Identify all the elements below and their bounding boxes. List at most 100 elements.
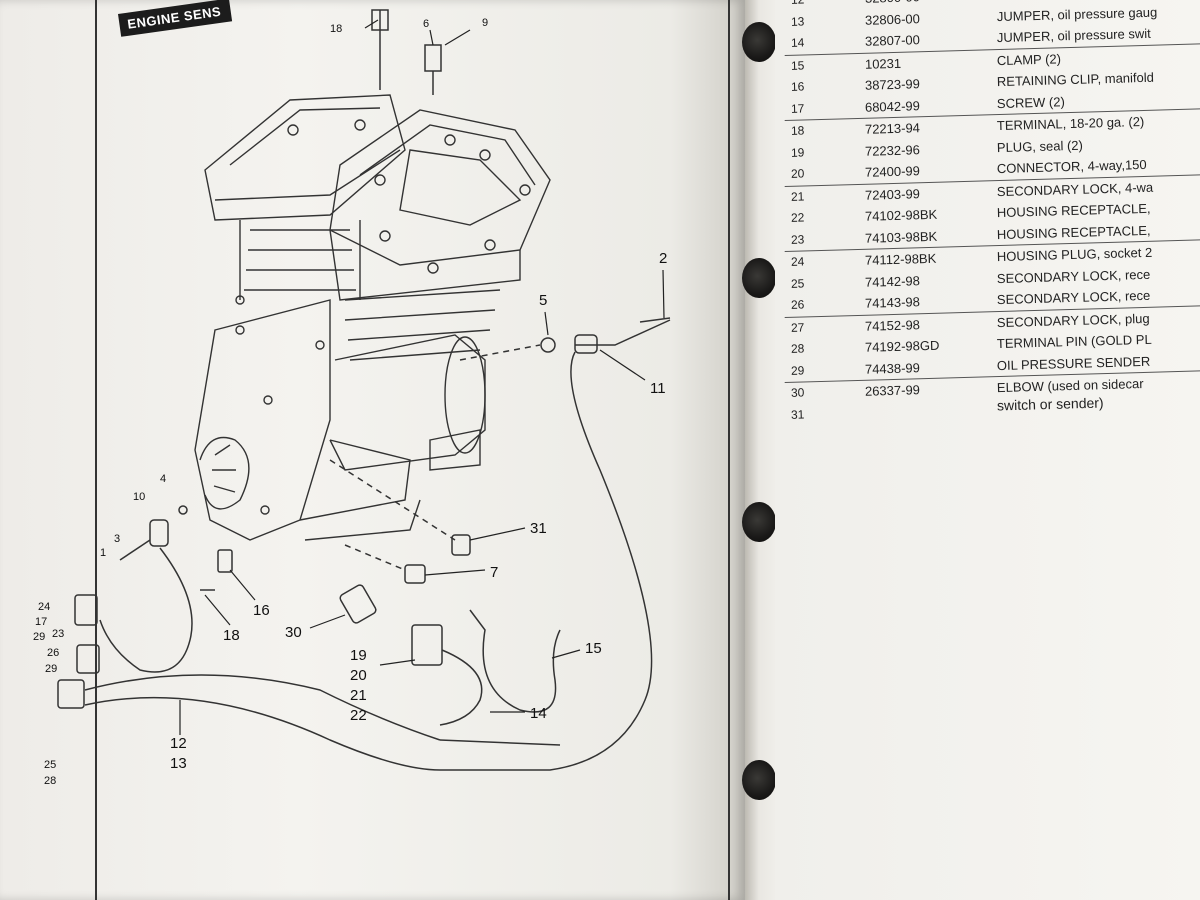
callout-15: 15 [585,640,602,657]
binder-hole [742,258,776,298]
parts-row-description: CONNECTOR, 4-way,150 [996,156,1147,177]
parts-row-description: HOUSING RECEPTACLE, [996,222,1151,242]
parts-row-number: 23 [790,231,805,247]
parts-row-description: JUMPER, oil pressure gaug [996,4,1158,24]
parts-row-part-number: 74102-98BK [864,206,938,224]
callout-10: 10 [133,491,145,503]
parts-row-part-number: 68042-99 [864,97,921,115]
callout-20: 20 [350,667,367,684]
parts-row-description: SECONDARY LOCK, rece [996,287,1151,308]
callout-23: 23 [52,628,64,640]
binder-hole [742,502,776,542]
parts-row-number: 18 [790,123,805,138]
callout-2: 2 [659,250,667,267]
parts-row-number: 22 [790,210,805,225]
parts-row-part-number: 26337-99 [864,382,921,399]
parts-list-table: 1232800-00WIRE HARNESS, oil press1332806… [784,0,1200,426]
parts-row-number: 28 [790,341,805,356]
parts-row-description: JUMPER, oil pressure swit [996,25,1151,46]
engine-sensor-diagram: 18 6 9 2 5 11 31 7 4 10 3 1 16 18 30 15 … [33,9,671,787]
parts-row-description: SECONDARY LOCK, 4-wa [996,179,1154,199]
parts-row-description: OIL PRESSURE SENDER [996,353,1151,373]
callout-21: 21 [350,687,367,704]
parts-row-description: ELBOW (used on sidecar [996,375,1144,396]
parts-row-description: CLAMP (2) [996,50,1062,68]
callout-7: 7 [490,564,498,581]
parts-row-part-number: 72232-96 [864,141,921,159]
diagram-frame [95,0,730,900]
parts-row-part-number: 74438-99 [864,359,921,377]
callout-9: 9 [482,17,488,29]
parts-row-description: SECONDARY LOCK, rece [996,266,1151,286]
parts-row-description: HOUSING RECEPTACLE, [996,200,1151,221]
callout-26: 26 [47,647,59,659]
leader-lines [179,19,665,735]
parts-row-description: HOUSING PLUG, socket 2 [996,244,1153,265]
callout-4: 4 [160,473,166,485]
parts-row-part-number: 32806-00 [864,10,921,28]
callout-19: 19 [350,647,367,664]
callout-25: 25 [44,759,56,771]
parts-row-number: 24 [790,254,805,269]
callout-29a: 29 [33,631,45,643]
parts-row-number: 15 [790,57,805,73]
parts-row-part-number: 10231 [864,55,902,72]
parts-row-number: 19 [790,144,805,160]
callout-28: 28 [44,775,56,787]
callout-11: 11 [650,380,666,397]
right-page: 1232800-00WIRE HARNESS, oil press1332806… [775,0,1200,900]
parts-row-description: PLUG, seal (2) [996,137,1084,155]
callout-16: 16 [253,602,270,619]
callout-29b: 29 [45,663,57,675]
parts-row-part-number: 74103-98BK [864,228,938,246]
parts-row-number: 25 [790,275,805,291]
callout-12: 12 [170,735,187,752]
callout-1: 1 [100,547,106,559]
callout-14: 14 [530,705,547,722]
parts-row-number: 13 [790,13,805,29]
parts-row-number: 16 [790,79,805,94]
parts-row-part-number: 74112-98BK [864,250,937,268]
parts-row-number: 30 [790,385,805,400]
parts-row-part-number: 74192-98GD [864,337,940,355]
parts-row-part-number: 72400-99 [864,163,921,180]
parts-row-part-number: 72403-99 [864,185,921,203]
parts-row-description: RETAINING CLIP, manifold [996,69,1155,90]
parts-row-number: 27 [790,319,805,335]
parts-row-number: 31 [790,406,805,422]
parts-row-number: 20 [790,166,805,181]
parts-row-part-number: 74152-98 [864,316,921,334]
parts-row-part-number: 74142-98 [864,272,921,290]
parts-row-description: SECONDARY LOCK, plug [996,310,1150,330]
binder-hole [742,760,776,800]
callout-18-top: 18 [330,23,342,35]
description-continuation: switch or sender) [996,394,1104,414]
parts-row-number: 29 [790,362,805,378]
parts-row-description: TERMINAL PIN (GOLD PL [996,331,1152,352]
parts-row-part-number: 74143-98 [864,294,921,311]
parts-row-description: TERMINAL, 18-20 ga. (2) [996,113,1145,134]
parts-row-part-number: 32800-00 [865,0,920,6]
parts-row-description: SCREW (2) [996,93,1065,111]
callout-6: 6 [423,18,429,30]
callout-5: 5 [539,292,547,309]
callout-17: 17 [35,616,47,628]
engine-illustration [194,94,551,541]
parts-row-part-number: 72213-94 [864,120,921,137]
callout-22: 22 [350,707,367,724]
callout-18: 18 [223,627,240,644]
callout-labels: 18 6 9 2 5 11 31 7 4 10 3 1 16 18 30 15 … [33,17,667,787]
callout-3: 3 [114,533,120,545]
parts-row-part-number: 38723-99 [864,76,921,93]
parts-row-number: 26 [790,297,805,312]
callout-24: 24 [38,601,50,613]
callout-13: 13 [170,755,187,772]
parts-row-number: 14 [790,35,805,50]
parts-row-number: 12 [791,0,821,7]
binder-hole [742,22,776,62]
parts-row-number: 21 [790,188,805,204]
callout-31: 31 [530,520,547,537]
parts-row-number: 17 [790,100,805,116]
callout-30: 30 [285,624,302,641]
parts-row-part-number: 32807-00 [864,32,921,49]
